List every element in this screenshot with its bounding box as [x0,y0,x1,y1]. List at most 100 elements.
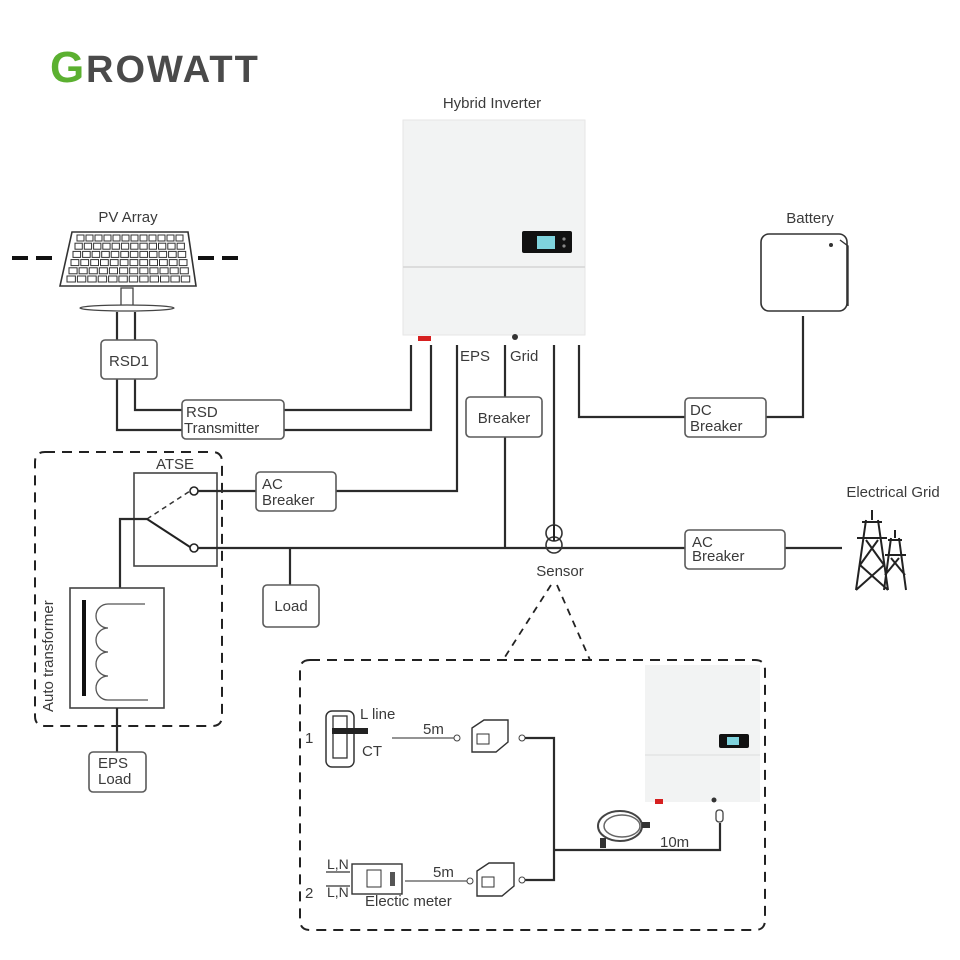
solar-cell [119,267,129,275]
eps-load-box: EPS Load [88,751,147,793]
load-box: Load [262,584,320,628]
solar-cell [129,250,139,258]
ethernet-cable-icon [597,810,650,848]
solar-cell [169,267,179,275]
cable-length-5m-1: 5m [423,721,444,738]
sensor-callout-lines [502,584,591,661]
dc-breaker-label-1: DC [690,402,712,419]
ac-breaker-label-2: Breaker [262,492,315,509]
solar-cell [74,242,83,250]
solar-cell [121,234,130,242]
ac-breaker-label-1: AC [262,476,283,493]
solar-cell [168,250,177,258]
solar-cell [120,242,130,250]
solar-cell [119,259,129,267]
solar-cell [149,267,159,275]
solar-panel-icon [12,231,243,312]
dc-breaker-box: DC Breaker [684,397,767,438]
solar-cell [176,242,185,250]
solar-cell [148,234,157,242]
cable-length-10m: 10m [660,834,689,851]
solar-cell [70,259,80,267]
ln-output-label: L,N [327,884,349,900]
solar-cell [98,267,108,275]
solar-cell [139,275,149,283]
solar-cell [139,267,149,275]
rj45-coupler-1-icon [471,719,509,753]
solar-cell [157,234,166,242]
solar-cell [82,250,91,258]
sensor-label: Sensor [536,563,584,580]
solar-cell [167,242,176,250]
ct-label: CT [362,743,382,760]
solar-cell [148,250,158,258]
solar-cell [179,267,189,275]
rsd-transmitter-label-1: RSD [186,404,218,421]
logo-text: ROWATT [86,49,260,91]
solar-cell [177,250,187,258]
solar-cell [130,234,139,242]
grid-breaker-label: Breaker [478,410,531,427]
rsd-transmitter-box: RSD Transmitter [181,399,285,440]
grid-ac-breaker-label-1: AC [692,534,713,551]
solar-cell [110,250,120,258]
option-2-number: 2 [305,885,313,902]
rj45-coupler-2-icon [476,862,515,897]
solar-cell [120,250,129,258]
solar-cell [180,275,191,283]
battery-icon [760,233,849,312]
grid-breaker-box: Breaker [465,396,543,438]
solar-cell [85,234,94,242]
solar-cell [76,234,85,242]
solar-cell [66,275,76,283]
solar-cell [68,267,78,275]
solar-cell [76,275,87,283]
solar-cell [170,275,180,283]
eps-port-label: EPS [460,348,490,365]
solar-cell [100,259,109,267]
atse-group-boundary [34,451,223,727]
eps-load-label-2: Load [98,771,131,788]
eps-load-label-1: EPS [98,755,128,772]
solar-cell [72,250,82,258]
hybrid-inverter-icon [402,119,586,341]
rsd-transmitter-label-2: Transmitter [184,420,259,437]
solar-cell [149,275,160,283]
solar-cell [118,275,128,283]
solar-cell [168,259,178,267]
solar-cell [108,267,119,275]
solar-cell [159,259,168,267]
logo-letter-g: G [50,43,84,92]
rsd1-box: RSD1 [100,339,158,380]
solar-cell [158,250,168,258]
dc-breaker-label-2: Breaker [690,418,743,435]
solar-cell [129,267,139,275]
solar-cell [148,242,157,250]
solar-cell [94,234,103,242]
solar-cell [175,234,184,242]
solar-cell [91,250,101,258]
solar-cell [88,267,98,275]
atse-switch-box [118,472,218,590]
electric-meter-icon [351,863,403,895]
solar-cell [129,259,139,267]
load-label: Load [274,598,307,615]
solar-cell [101,250,110,258]
solar-cell [160,275,170,283]
growatt-logo: G ROWATT [50,43,260,92]
inverter-detail-icon [645,665,760,823]
grid-port-label: Grid [510,348,538,365]
electric-meter-label: Electic meter [365,893,452,910]
solar-cell [80,259,90,267]
solar-cell [128,275,139,283]
sensor-icon [545,524,563,554]
auto-transformer-icon [69,587,165,709]
hybrid-inverter-label: Hybrid Inverter [443,95,541,112]
solar-cell [108,275,118,283]
solar-cell [139,259,149,267]
solar-cell [102,242,111,250]
transmission-tower-icon [855,510,907,591]
solar-cell [109,259,119,267]
cable-length-5m-2: 5m [433,864,454,881]
